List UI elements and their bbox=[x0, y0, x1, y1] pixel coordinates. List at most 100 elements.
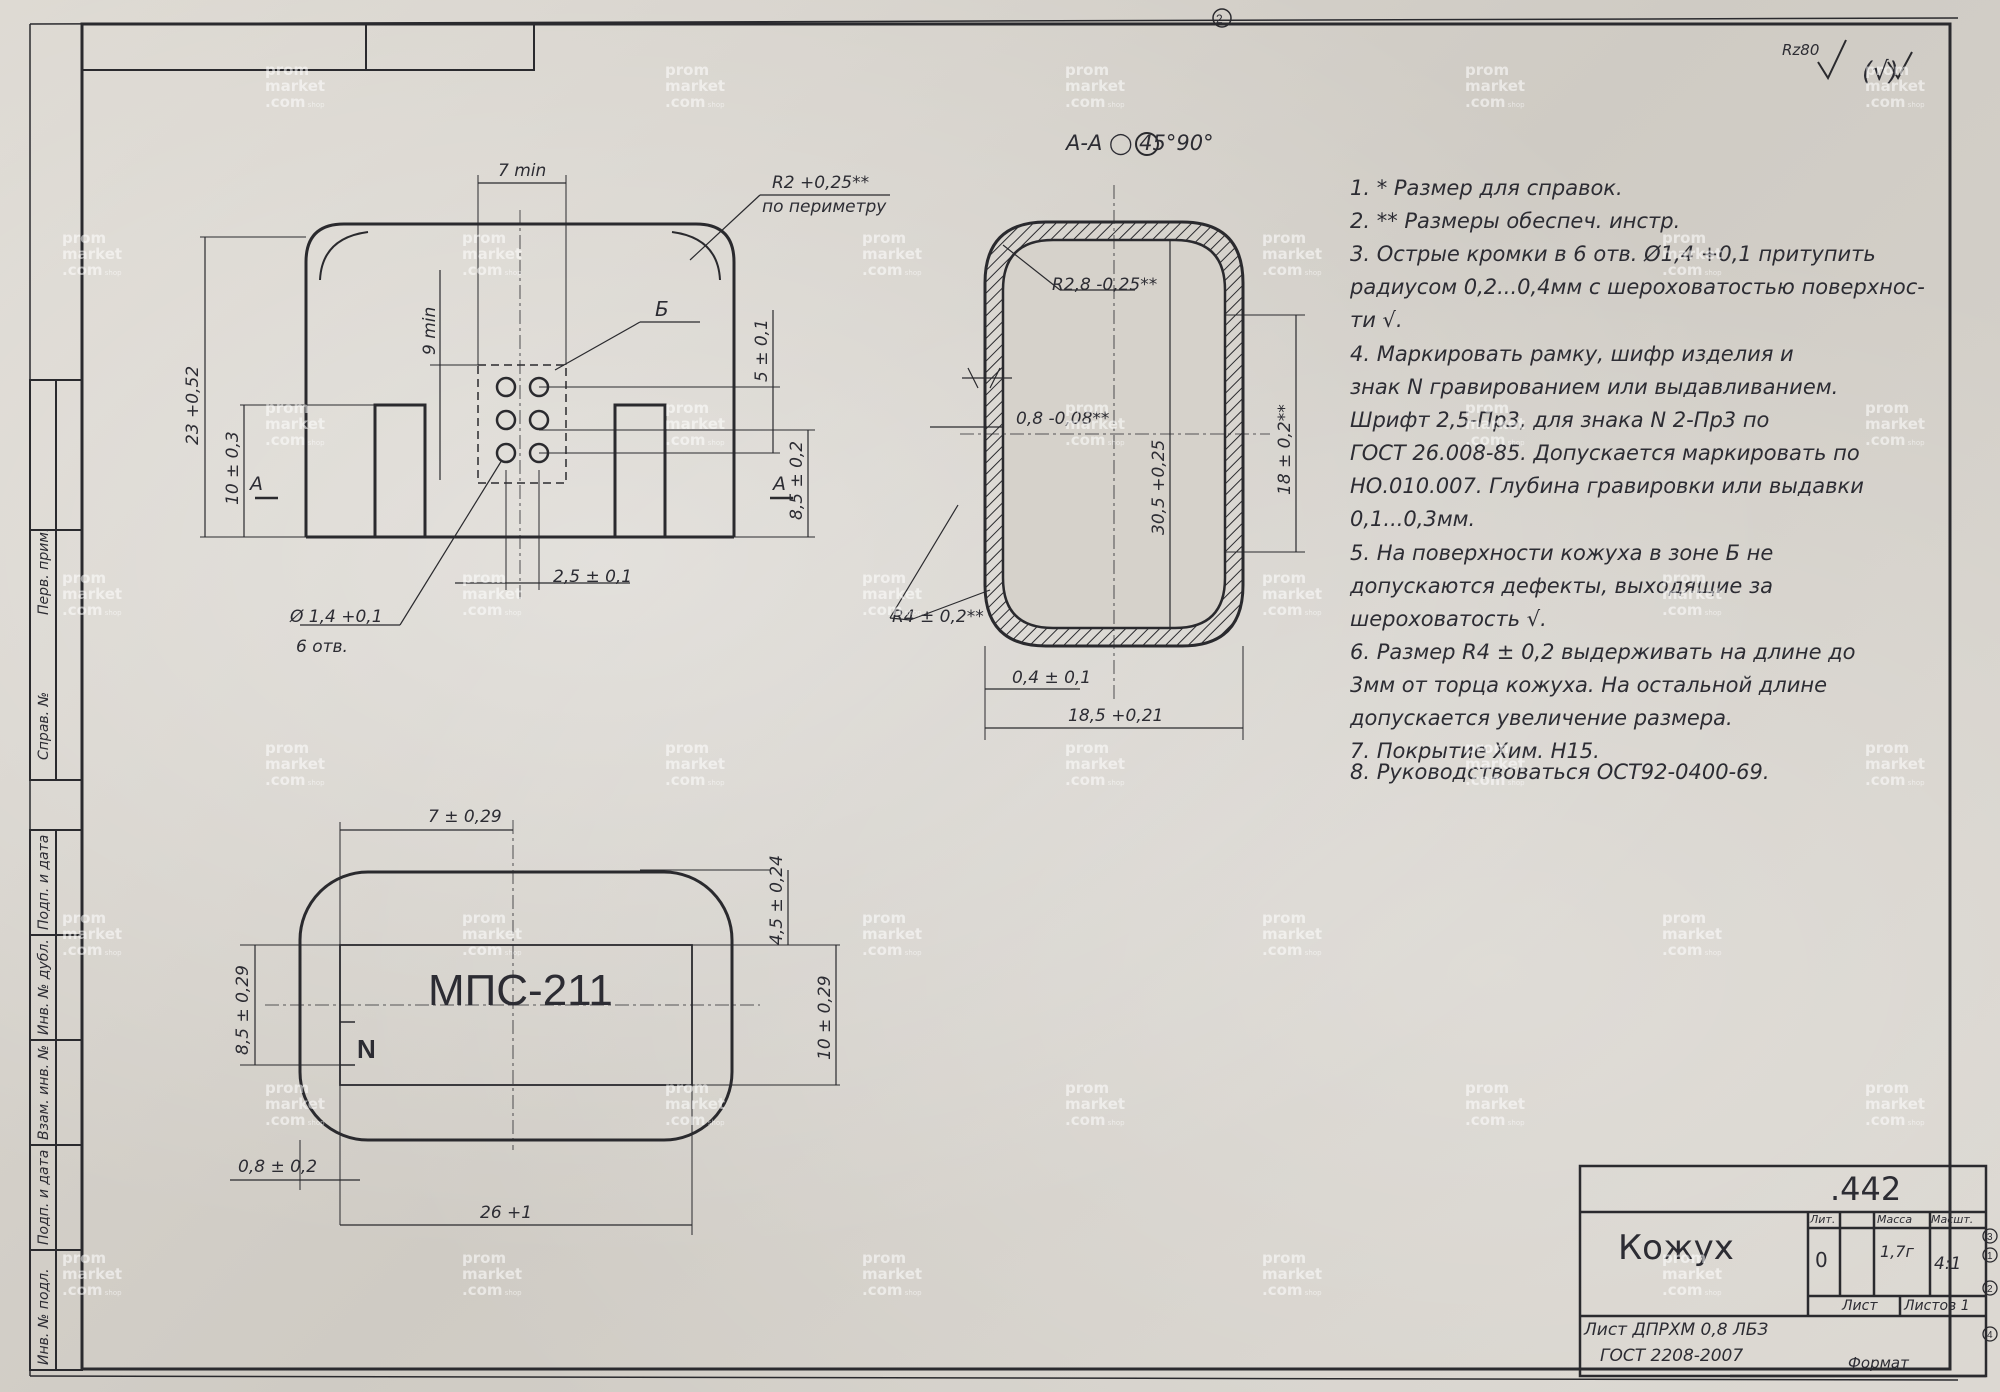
section-a-left: A bbox=[248, 473, 263, 495]
note-line: 3. Острые кромки в 6 отв. Ø1,4 +0,1 прит… bbox=[1350, 242, 1876, 266]
note-line: 3мм от торца кожуха. На остальной длине bbox=[1350, 673, 1828, 697]
note-line: допускается увеличение размера. bbox=[1350, 706, 1733, 730]
edge-mark-1: 1 bbox=[1987, 1251, 1993, 1262]
title-block bbox=[1578, 1164, 1988, 1378]
dim-23: 23 +0,52 bbox=[183, 366, 203, 445]
strip-inv-podl: Инв. № подл. bbox=[36, 1268, 52, 1365]
note-line: НО.010.007. Глубина гравировки или выдав… bbox=[1350, 474, 1864, 498]
dim-2-5: 2,5 ± 0,1 bbox=[553, 567, 632, 587]
front-view bbox=[200, 175, 890, 626]
note-line: Шрифт 2,5-Пр3, для знака N 2-Пр3 по bbox=[1350, 408, 1770, 432]
mark-dim-7: 7 ± 0,29 bbox=[428, 807, 502, 827]
note-line: 1. * Размер для справок. bbox=[1350, 176, 1623, 200]
dim-10: 10 ± 0,3 bbox=[223, 431, 243, 505]
note-line: 4. Маркировать рамку, шифр изделия и bbox=[1350, 342, 1794, 366]
mark-dim-10: 10 ± 0,29 bbox=[815, 975, 835, 1060]
marking-text: МПС-211 bbox=[428, 966, 613, 1015]
lit-value: 0 bbox=[1815, 1248, 1828, 1272]
note-line: 2. ** Размеры обеспеч. инстр. bbox=[1350, 209, 1681, 233]
edge-mark-2: 2 bbox=[1987, 1284, 1993, 1295]
note-line: 6. Размер R4 ± 0,2 выдерживать на длине … bbox=[1350, 640, 1856, 664]
roughness-bracket: (√) bbox=[1862, 57, 1899, 87]
mark-dim-8-5: 8,5 ± 0,29 bbox=[233, 965, 253, 1055]
note-line: радиусом 0,2...0,4мм с шероховатостью по… bbox=[1350, 275, 1925, 299]
sheet-number-circle bbox=[1212, 8, 1232, 28]
part-name: Кожух bbox=[1618, 1228, 1734, 1268]
note-line: ти √. bbox=[1350, 308, 1403, 332]
note-line: 5. На поверхности кожуха в зоне Б не bbox=[1350, 541, 1774, 565]
dim-r2: R2 +0,25** bbox=[772, 173, 869, 193]
edge-mark-3: 3 bbox=[1987, 1232, 1993, 1243]
strip-inv-dubl: Инв. № дубл. bbox=[36, 939, 52, 1035]
note-line: допускаются дефекты, выходящие за bbox=[1350, 574, 1773, 598]
dim-hole: Ø 1,4 +0,1 bbox=[289, 607, 383, 627]
scale-value: 4:1 bbox=[1934, 1254, 1962, 1274]
section-label: A-A ◯ 45°90° bbox=[1064, 131, 1214, 156]
note-line: знак N гравированием или выдавливанием. bbox=[1350, 375, 1839, 399]
sheet-number: 2 bbox=[1216, 12, 1223, 26]
strip-podp-data-2: Подп. и дата bbox=[36, 834, 52, 930]
dim-9min: 9 min bbox=[420, 307, 440, 355]
zone-b-label: Б bbox=[655, 297, 669, 321]
material-line1: Лист ДПРХМ 0,8 ЛБЗ bbox=[1584, 1320, 1769, 1340]
designation: .442 bbox=[1830, 1170, 1902, 1208]
note-line: шероховатость √. bbox=[1350, 607, 1547, 631]
section-a-right: A bbox=[771, 473, 786, 495]
section-rotation-icon bbox=[1135, 132, 1159, 156]
col-scale: Масшт. bbox=[1931, 1213, 1974, 1226]
col-mass: Масса bbox=[1877, 1213, 1913, 1226]
section-view bbox=[889, 185, 1305, 740]
mark-dim-0-8: 0,8 ± 0,2 bbox=[238, 1157, 317, 1177]
mark-dim-26: 26 +1 bbox=[480, 1203, 532, 1223]
dim-r4: R4 ± 0,2** bbox=[892, 607, 984, 627]
note-line: 8. Руководствоваться ОСТ92-0400-69. bbox=[1350, 760, 1770, 784]
dim-18-5: 18,5 +0,21 bbox=[1068, 706, 1163, 726]
note-line: 7. Покрытие Хим. Н15. bbox=[1350, 739, 1600, 763]
dim-holes-count: 6 отв. bbox=[296, 637, 348, 657]
marking-view bbox=[230, 820, 840, 1235]
dim-0-4: 0,4 ± 0,1 bbox=[1012, 668, 1091, 688]
roughness-main: Rz80 bbox=[1782, 41, 1819, 59]
dim-30-5: 30,5 +0,25 bbox=[1149, 440, 1169, 535]
dim-0-8: 0,8 -0,08** bbox=[1016, 409, 1109, 429]
strip-sprav: Справ. № bbox=[36, 691, 52, 760]
sheet-label: Лист bbox=[1842, 1298, 1878, 1314]
strip-podp-data-1: Подп. и дата bbox=[36, 1149, 52, 1245]
dim-18: 18 ± 0,2** bbox=[1275, 404, 1295, 495]
mass-value: 1,7г bbox=[1880, 1242, 1914, 1261]
